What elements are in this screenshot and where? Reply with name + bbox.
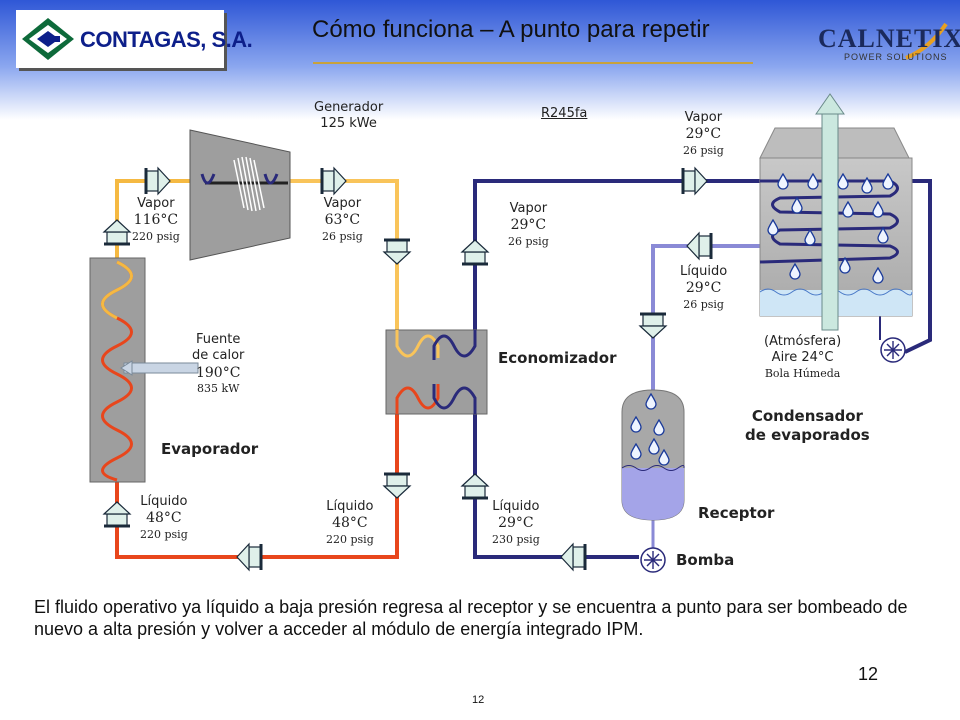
state-phase: Vapor <box>137 196 175 211</box>
state-pressure: 26 psig <box>683 297 724 311</box>
state-pressure: 220 psig <box>326 532 374 546</box>
flow-arrow-left-1 <box>236 542 263 572</box>
state-liquid-48-evaporator: Líquido 48°C 220 psig <box>140 494 188 542</box>
heat-source-power: 835 kW <box>196 382 240 395</box>
state-temp: 48°C <box>332 515 368 532</box>
state-phase: Líquido <box>680 264 728 279</box>
state-liquid-29-pump: Líquido 29°C 230 psig <box>492 499 540 547</box>
flow-arrow-up-2 <box>102 501 132 528</box>
pipe-condensate <box>651 244 760 390</box>
state-liquid-29-condensate: Líquido 29°C 26 psig <box>680 264 727 312</box>
flow-arrow-right-1 <box>144 166 171 196</box>
slide-description: El fluido operativo ya líquido a baja pr… <box>34 597 908 639</box>
atmosphere-label: (Atmósfera) Aire 24°C Bola Húmeda <box>764 334 841 380</box>
heat-source-inlet <box>123 362 199 374</box>
state-temp: 29°C <box>685 280 722 297</box>
heat-source-line2: de calor <box>192 348 245 364</box>
state-temp: 48°C <box>146 510 182 527</box>
contagas-g-icon <box>22 18 74 60</box>
calnetix-tagline: POWER SOLUTIONS <box>844 52 948 62</box>
pump-label: Bomba <box>676 551 735 569</box>
condenser-label-line2: de evaporados <box>745 425 870 444</box>
contagas-logo: CONTAGAS, S.A. <box>16 10 253 68</box>
contagas-name: CONTAGAS, S.A. <box>80 27 253 52</box>
pipe-vapor-cold <box>473 179 932 354</box>
state-pressure: 26 psig <box>683 143 724 157</box>
flow-arrow-down-1 <box>382 238 412 265</box>
state-pressure: 26 psig <box>322 229 363 243</box>
state-temp: 29°C <box>498 515 534 532</box>
state-pressure: 26 psig <box>508 234 549 248</box>
generator-label-line2: 125 kWe <box>320 116 377 132</box>
title-underline <box>313 62 753 64</box>
page-title: Cómo funciona – A punto para repetir <box>312 16 710 43</box>
state-liquid-48-economizer: Líquido 48°C 220 psig <box>326 499 374 547</box>
state-vapor-116: Vapor 116°C 220 psig <box>132 196 180 244</box>
state-phase: Vapor <box>509 201 548 216</box>
economizer-label: Economizador <box>498 349 617 367</box>
page-number: 12 <box>858 664 879 684</box>
condenser-label-line1: Condensador <box>751 407 863 425</box>
heat-source-temp: 190°C <box>195 364 241 381</box>
state-phase: Líquido <box>326 499 374 514</box>
state-temp: 29°C <box>685 126 722 143</box>
condenser-label: Condensador de evaporados <box>745 407 870 445</box>
atmosphere-wet-bulb: Bola Húmeda <box>764 366 841 380</box>
state-vapor-29-economizer: Vapor 29°C 26 psig <box>508 201 549 249</box>
receiver-label: Receptor <box>698 504 775 522</box>
state-phase: Líquido <box>140 494 188 509</box>
flow-arrow-right-2 <box>320 166 347 196</box>
state-pressure: 230 psig <box>492 532 540 546</box>
footer-page-number: 12 <box>472 694 485 706</box>
state-phase: Líquido <box>492 499 540 514</box>
state-temp: 63°C <box>324 212 361 229</box>
state-phase: Vapor <box>684 110 723 125</box>
main-pump <box>640 547 666 573</box>
state-vapor-29-condenser: Vapor 29°C 26 psig <box>683 110 724 158</box>
tower-pump <box>880 337 906 363</box>
atmosphere-line1: (Atmósfera) <box>764 334 842 349</box>
generator-label-line1: Generador <box>314 100 384 115</box>
state-vapor-63: Vapor 63°C 26 psig <box>322 196 363 244</box>
turbine-generator <box>189 129 291 261</box>
calnetix-logo: CALNETIX POWER SOLUTIONS <box>800 22 960 72</box>
state-temp: 29°C <box>510 217 547 234</box>
generator-label: Generador 125 kWe <box>314 100 383 133</box>
flow-arrow-right-3 <box>681 166 708 196</box>
refrigerant-label: R245fa <box>541 106 588 121</box>
state-temp: 116°C <box>133 212 179 229</box>
economizer <box>385 329 488 415</box>
flow-arrow-up-4 <box>460 473 490 500</box>
atmosphere-air-temp: Aire 24°C <box>771 350 834 366</box>
evaporative-condenser <box>759 93 913 331</box>
flow-arrow-left-2 <box>560 542 587 572</box>
evaporator-label: Evaporador <box>161 440 259 458</box>
flow-arrow-down-2 <box>382 472 412 499</box>
heat-source-line1: Fuente <box>196 332 241 347</box>
state-phase: Vapor <box>323 196 362 211</box>
flow-arrow-up-3 <box>460 239 490 266</box>
receiver-tank <box>621 389 685 521</box>
flow-arrow-down-3 <box>638 312 668 339</box>
heat-source-label: Fuente de calor 190°C 835 kW <box>192 332 244 396</box>
flow-arrow-up-1 <box>102 219 132 246</box>
flow-arrow-left-3 <box>686 231 713 261</box>
calnetix-name: CALNETIX <box>818 24 960 53</box>
state-pressure: 220 psig <box>132 229 180 243</box>
state-pressure: 220 psig <box>140 527 188 541</box>
calnetix-swoosh-icon <box>905 22 948 60</box>
